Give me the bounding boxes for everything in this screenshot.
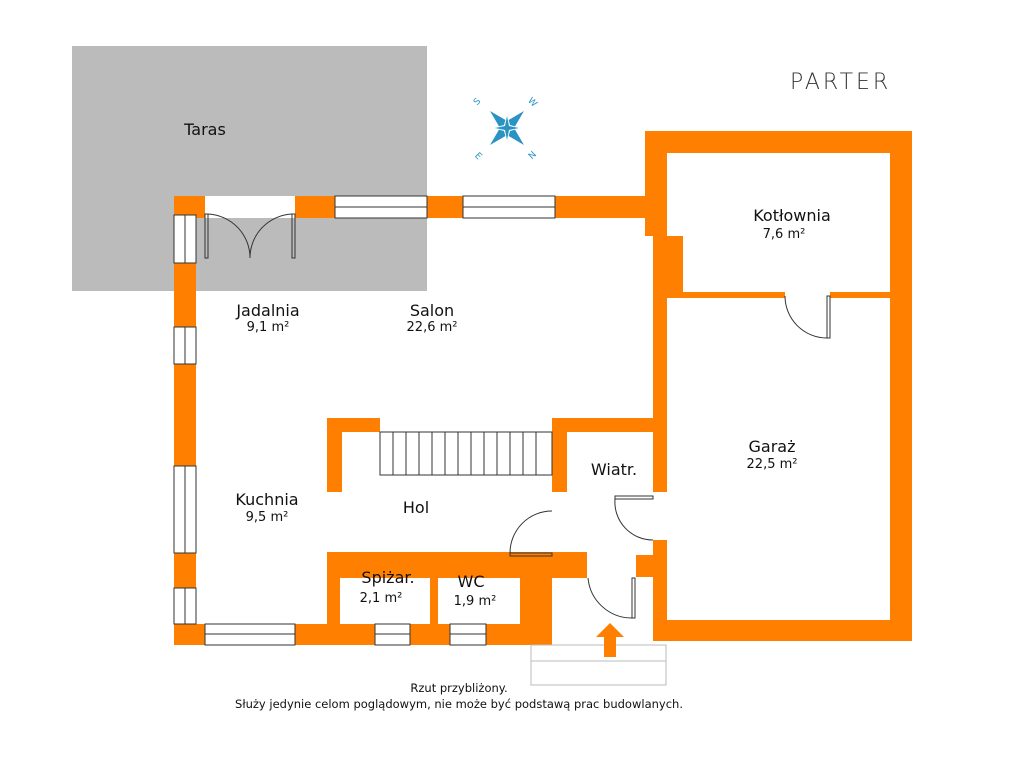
walls [174, 131, 912, 645]
entrance-arrow-icon [596, 623, 624, 657]
room-name-wc: WC [457, 572, 485, 591]
disclaimer-line-2: Służy jedynie celom poglądowym, nie może… [235, 697, 683, 711]
compass-label-s: S [472, 96, 483, 107]
compass-rose-icon [490, 111, 524, 145]
floor-title: PARTER [790, 70, 892, 95]
room-area-kotlownia: 7,6 m² [762, 227, 806, 242]
room-name-hol: Hol [402, 498, 430, 517]
room-name-taras: Taras [184, 120, 226, 139]
entrance-steps [530, 644, 667, 686]
room-area-garaz: 22,5 m² [746, 457, 798, 472]
room-area-spizarnia: 2,1 m² [359, 591, 403, 606]
room-name-wiatrolap: Wiatr. [590, 460, 638, 479]
room-name-jadalnia: Jadalnia [236, 301, 300, 320]
room-area-jadalnia: 9,1 m² [246, 320, 290, 335]
room-name-kotlownia: Kotłownia [753, 206, 831, 225]
room-name-spizarnia: Spiżar. [361, 568, 415, 587]
terrace-door-opening [205, 196, 295, 218]
windows [173, 195, 556, 646]
compass-label-n: N [527, 150, 539, 162]
doors [204, 213, 831, 619]
room-area-wc: 1,9 m² [453, 594, 497, 609]
room-area-salon: 22,6 m² [406, 320, 458, 335]
compass-label-e: E [472, 151, 483, 162]
room-area-kuchnia: 9,5 m² [245, 510, 289, 525]
disclaimer-note: Rzut przybliżony. Służy jedynie celom po… [235, 680, 683, 712]
compass-label-w: W [525, 96, 538, 109]
room-name-garaz: Garaż [748, 437, 796, 456]
room-name-kuchnia: Kuchnia [235, 490, 299, 509]
disclaimer-line-1: Rzut przybliżony. [410, 681, 508, 695]
stairs [379, 431, 553, 476]
room-name-salon: Salon [409, 301, 455, 320]
